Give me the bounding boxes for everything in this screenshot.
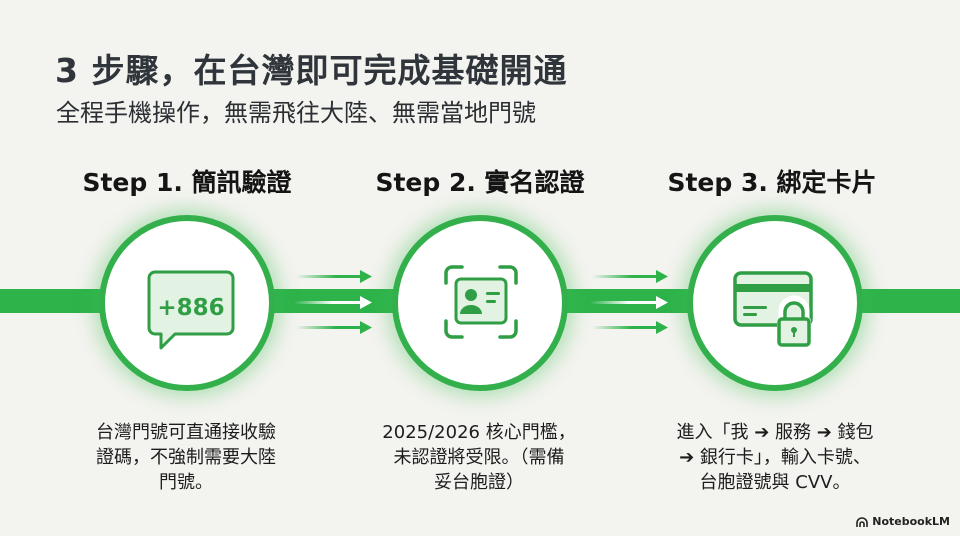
step-3-title: Step 3. 綁定卡片: [667, 168, 877, 197]
brand-name: NotebookLM: [872, 515, 950, 528]
description-line: 台灣門號可直通接收驗: [96, 422, 276, 443]
step-2-description: 2025/2026 核心門檻， 未認證將受限。（需備 妥台胞證）: [349, 420, 609, 495]
step-3-description: 進入「我 ➔ 服務 ➔ 錢包 ➔ 銀行卡」，輸入卡號、 台胞證號與 CVV。: [645, 420, 905, 495]
description-line: 台胞證號與 CVV。: [699, 472, 851, 493]
step-3-circle: [687, 215, 863, 391]
description-line: ➔ 銀行卡」，輸入卡號、: [679, 447, 871, 468]
notebooklm-watermark: NotebookLM: [856, 515, 950, 528]
step-2-title: Step 2. 實名認證: [375, 168, 585, 197]
credit-card-lock-icon: [733, 271, 813, 347]
arrow-right-icon: [590, 270, 668, 334]
id-card-scan-icon: [444, 265, 518, 339]
country-code-text: +886: [157, 295, 224, 321]
page-title: 3 步驟，在台灣即可完成基礎開通: [55, 51, 568, 90]
description-line: 證碼，不強制需要大陸: [96, 447, 276, 468]
step-2-circle: [392, 215, 568, 391]
step-1-title: Step 1. 簡訊驗證: [82, 168, 292, 197]
notebooklm-logo-icon: [856, 516, 869, 527]
step-1-circle: +886: [99, 215, 275, 391]
flow-arrows-2: [590, 265, 670, 340]
description-line: 2025/2026 核心門檻，: [382, 422, 576, 443]
step-1-description: 台灣門號可直通接收驗 證碼，不強制需要大陸 門號。: [56, 420, 316, 495]
description-line: 妥台胞證）: [434, 472, 524, 493]
flow-arrows-1: [294, 265, 374, 340]
page-subtitle: 全程手機操作，無需飛往大陸、無需當地門號: [56, 99, 536, 127]
arrow-right-icon: [294, 270, 372, 334]
description-line: 未認證將受限。（需備: [393, 447, 565, 468]
sms-speech-bubble-icon: +886: [147, 270, 235, 350]
description-line: 進入「我 ➔ 服務 ➔ 錢包: [676, 422, 874, 443]
description-line: 門號。: [159, 472, 213, 493]
